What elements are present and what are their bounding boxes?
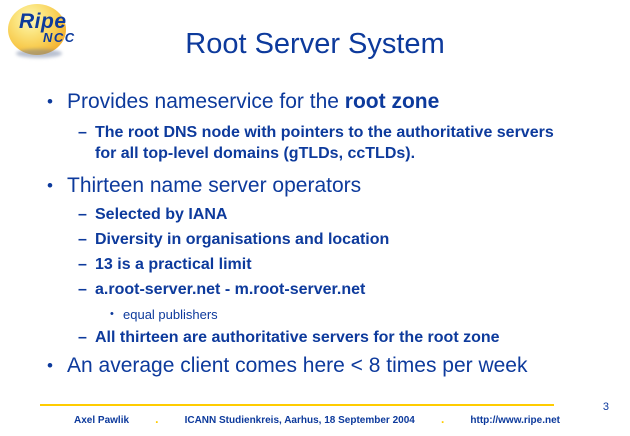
bullet-dot-icon: • — [47, 176, 53, 195]
logo-shadow — [16, 49, 62, 58]
footer-author: Axel Pawlik — [74, 415, 130, 426]
bullet-text: a.root-server.net - m.root-server.net — [95, 281, 366, 298]
logo-globe-icon — [8, 4, 66, 55]
bullet-dot-icon: • — [47, 92, 53, 111]
subbullet-root-dns-node: – The root DNS node with pointers to the… — [0, 122, 630, 164]
subbullet-diversity: – Diversity in organisations and locatio… — [0, 229, 630, 250]
footer: Axel Pawlik . ICANN Studienkreis, Aarhus… — [74, 412, 560, 426]
bullet-dash-icon: – — [78, 206, 87, 223]
logo-brand-ncc: NCC — [43, 30, 76, 45]
subsubbullet-equal-publishers: • equal publishers — [0, 306, 630, 323]
bullet-text: Selected by IANA — [95, 206, 228, 223]
bullet-average-client: • An average client comes here < 8 times… — [0, 354, 630, 378]
logo-brand-ripe: Ripe — [19, 10, 67, 33]
bullet-text: An average client comes here < 8 times p… — [67, 354, 528, 377]
subbullet-practical-limit: – 13 is a practical limit — [0, 254, 630, 275]
bullet-dash-icon: – — [78, 329, 87, 346]
bullet-text: Provides nameservice for the root zone — [67, 90, 439, 114]
bullet-text-prefix: Provides nameservice for the — [67, 90, 345, 113]
bullet-provides-nameservice: • Provides nameservice for the root zone — [0, 90, 630, 114]
ripe-ncc-logo: Ripe NCC — [6, 2, 116, 62]
bullet-dash-icon: – — [78, 281, 87, 298]
bullet-dot-icon: • — [47, 356, 53, 375]
subbullet-root-server-range: – a.root-server.net - m.root-server.net — [0, 279, 630, 300]
bullet-text: equal publishers — [123, 307, 218, 322]
bullet-dash-icon: – — [78, 231, 87, 248]
bullet-dash-icon: – — [78, 124, 87, 141]
subbullet-selected-by-iana: – Selected by IANA — [0, 204, 630, 225]
bullet-text: All thirteen are authoritative servers f… — [95, 329, 500, 346]
slide-body: • Provides nameservice for the root zone… — [0, 90, 630, 378]
footer-separator-dot-icon: . — [440, 412, 445, 426]
footer-url: http://www.ripe.net — [470, 415, 560, 426]
footer-separator-dot-icon: . — [155, 412, 159, 426]
bullet-text: Diversity in organisations and location — [95, 231, 390, 248]
bullet-text-bold: root zone — [344, 90, 440, 113]
slide-title: Root Server System — [185, 28, 445, 60]
bullet-dash-icon: – — [78, 256, 87, 273]
page-number: 3 — [602, 401, 609, 413]
subbullet-all-thirteen-authoritative: – All thirteen are authoritative servers… — [0, 327, 630, 348]
bullet-dot-icon: • — [110, 308, 114, 320]
bullet-text: 13 is a practical limit — [95, 256, 252, 273]
bullet-text: The root DNS node with pointers to the a… — [95, 124, 554, 162]
footer-divider — [40, 404, 554, 406]
bullet-text: Thirteen name server operators — [67, 174, 362, 197]
footer-event: ICANN Studienkreis, Aarhus, 18 September… — [184, 415, 415, 426]
bullet-thirteen-operators: • Thirteen name server operators — [0, 174, 630, 198]
